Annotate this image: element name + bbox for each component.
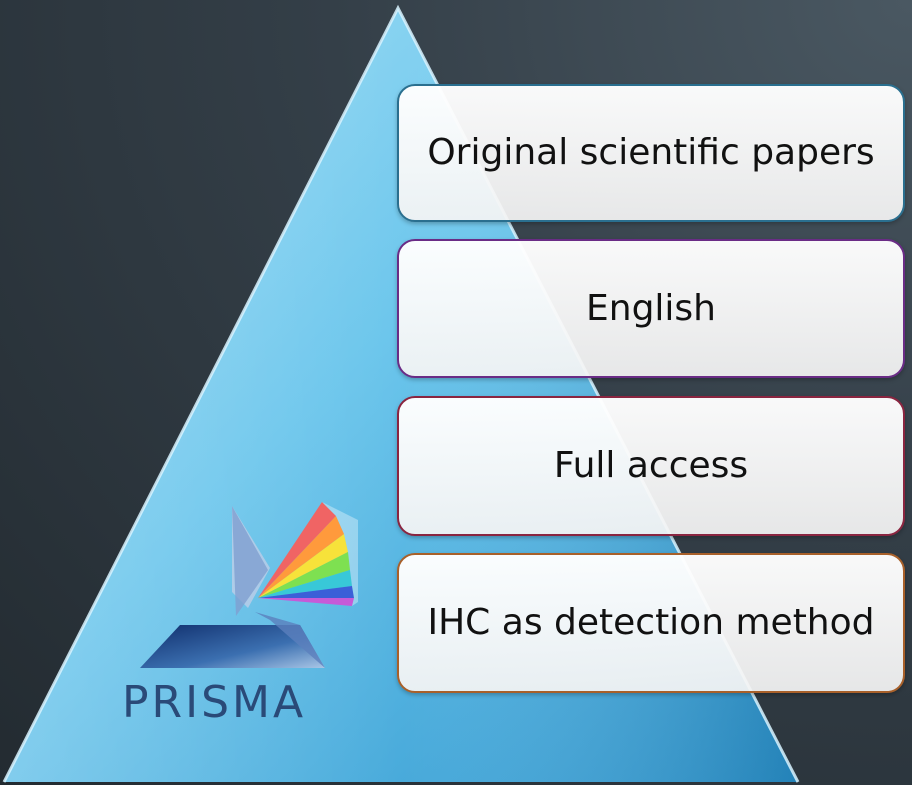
prisma-logo-icon bbox=[140, 502, 358, 668]
criterion-label: IHC as detection method bbox=[427, 602, 875, 644]
criterion-box-original-papers: Original scientific papers bbox=[397, 84, 905, 222]
criterion-label: Full access bbox=[553, 445, 749, 487]
prisma-logo-text: PRISMA bbox=[122, 677, 307, 728]
spectrum-rays-icon bbox=[258, 502, 358, 606]
criterion-box-ihc-method: IHC as detection method bbox=[397, 553, 905, 693]
criterion-box-full-access: Full access bbox=[397, 396, 905, 536]
criterion-box-english: English bbox=[397, 239, 905, 378]
criterion-label: Original scientific papers bbox=[427, 132, 875, 174]
criterion-label: English bbox=[586, 287, 716, 329]
